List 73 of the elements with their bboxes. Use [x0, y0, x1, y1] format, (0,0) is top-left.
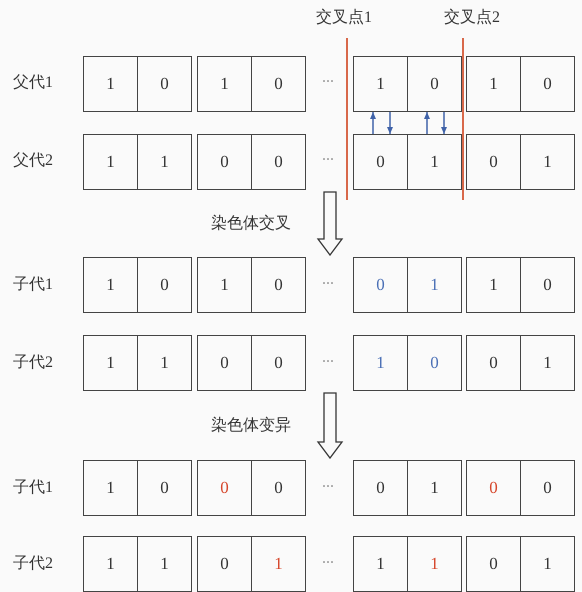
crossover-point-label: 交叉点2 [444, 8, 500, 28]
gene-cell: 1 [353, 56, 408, 112]
chromosome-pair [83, 257, 575, 391]
swap-arrow [370, 112, 376, 134]
row-label: 子代1 [13, 478, 53, 498]
gene-cell: 1 [466, 257, 521, 313]
ellipsis: ··· [322, 554, 334, 571]
swap-arrow [387, 112, 393, 134]
gene-cell: 1 [353, 536, 408, 592]
swap-arrow [441, 112, 447, 134]
gene-cell: 1 [251, 536, 306, 592]
gene-cell: 1 [520, 134, 575, 190]
gene-cell: 1 [407, 536, 462, 592]
gene-cell: 0 [251, 460, 306, 516]
gene-cell: 1 [353, 335, 408, 391]
ellipsis: ··· [322, 73, 334, 90]
gene-cell: 1 [83, 536, 138, 592]
gene-cell: 0 [137, 460, 192, 516]
gene-cell: 0 [251, 257, 306, 313]
gene-cell: 1 [520, 335, 575, 391]
gene-cell: 0 [466, 536, 521, 592]
gene-cell: 1 [520, 536, 575, 592]
gene-cell: 0 [520, 460, 575, 516]
gene-cell: 1 [83, 460, 138, 516]
gene-cell: 1 [197, 257, 252, 313]
gene-cell: 0 [407, 335, 462, 391]
gene-cell: 1 [407, 134, 462, 190]
gene-cell: 1 [407, 257, 462, 313]
swap-arrow [424, 112, 430, 134]
ellipsis: ··· [322, 151, 334, 168]
row-label: 父代2 [13, 151, 53, 171]
ellipsis: ··· [322, 275, 334, 292]
gene-cell: 0 [197, 536, 252, 592]
gene-cell: 0 [407, 56, 462, 112]
gene-cell: 0 [466, 134, 521, 190]
gene-cell: 1 [407, 460, 462, 516]
row-label: 父代1 [13, 73, 53, 93]
gene-cell: 1 [83, 335, 138, 391]
gene-cell: 0 [353, 460, 408, 516]
chromosome-pair [83, 56, 575, 190]
gene-cell: 1 [137, 536, 192, 592]
gene-cell: 1 [83, 257, 138, 313]
gene-cell: 0 [520, 257, 575, 313]
gene-cell: 0 [197, 460, 252, 516]
gene-cell: 0 [353, 134, 408, 190]
gene-cell: 0 [466, 335, 521, 391]
gene-cell: 1 [137, 134, 192, 190]
gene-cell: 0 [251, 335, 306, 391]
gene-cell: 1 [83, 134, 138, 190]
gene-cell: 1 [137, 335, 192, 391]
gene-cell: 0 [197, 335, 252, 391]
gene-cell: 0 [137, 56, 192, 112]
gene-cell: 1 [466, 56, 521, 112]
row-label: 子代2 [13, 353, 53, 373]
gene-cell: 0 [466, 460, 521, 516]
ellipsis: ··· [322, 353, 334, 370]
gene-cell: 0 [520, 56, 575, 112]
block-arrow [316, 392, 344, 460]
gene-cell: 1 [83, 56, 138, 112]
row-label: 子代1 [13, 275, 53, 295]
gene-cell: 0 [251, 56, 306, 112]
gene-cell: 1 [197, 56, 252, 112]
gene-cell: 0 [353, 257, 408, 313]
ellipsis: ··· [322, 478, 334, 495]
edge-label: 染色体变异 [211, 416, 291, 436]
block-arrow [316, 191, 344, 256]
gene-cell: 0 [251, 134, 306, 190]
row-label: 子代2 [13, 554, 53, 574]
gene-cell: 0 [137, 257, 192, 313]
chromosome-pair [83, 460, 575, 592]
crossover-point-label: 交叉点1 [316, 8, 372, 28]
edge-label: 染色体交叉 [211, 214, 291, 234]
gene-cell: 0 [197, 134, 252, 190]
